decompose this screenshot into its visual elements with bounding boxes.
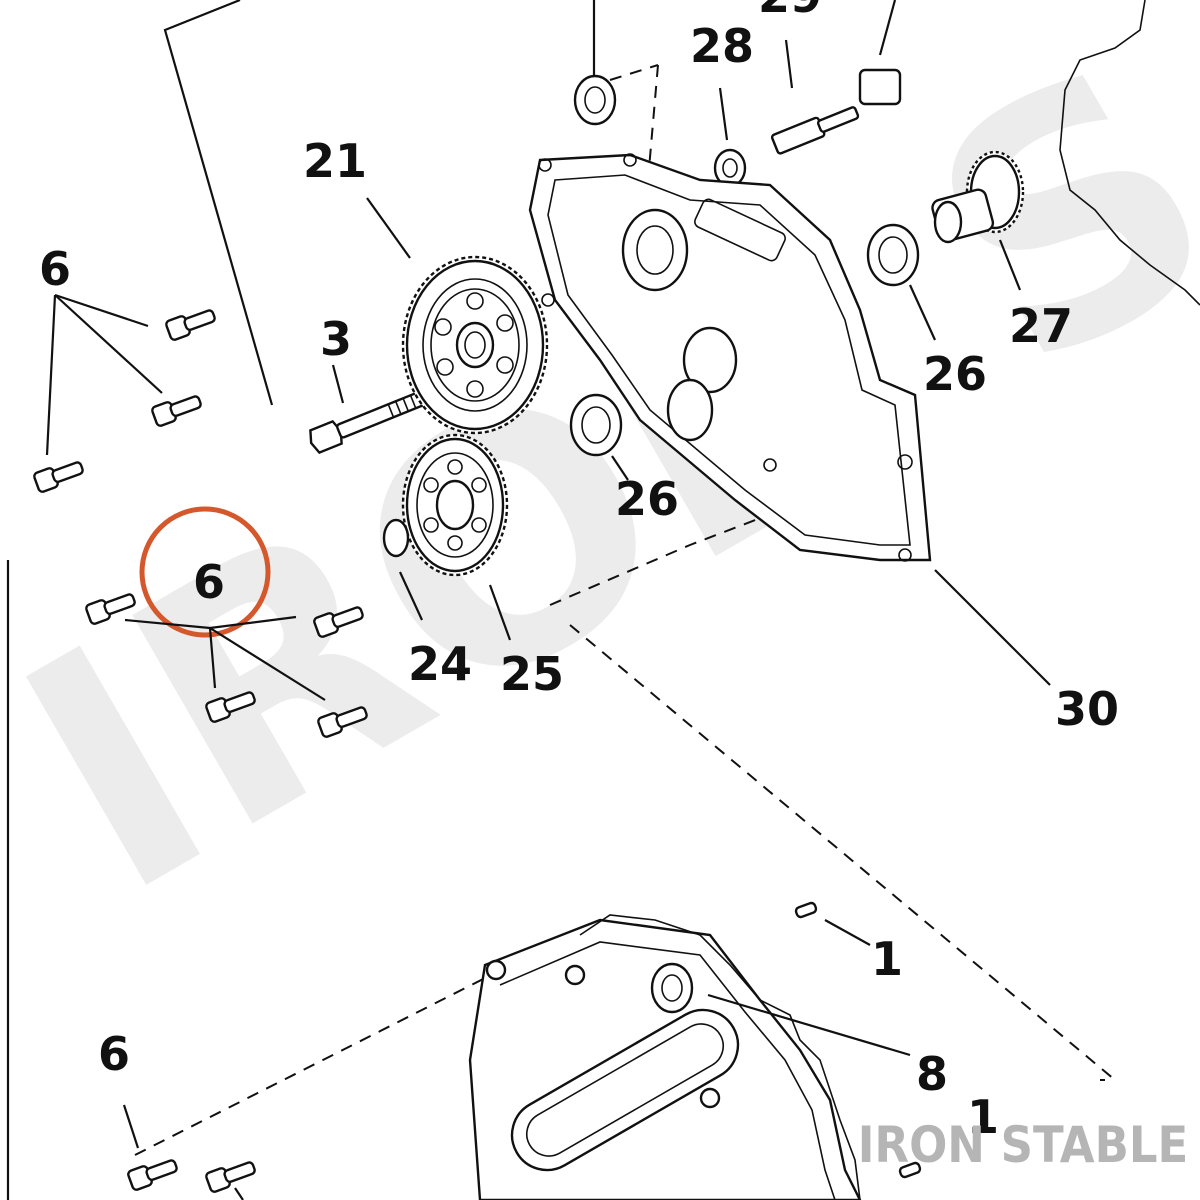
callout-1-top: 1: [871, 932, 903, 986]
gasket-top-right: [1059, 0, 1200, 306]
bolt-group-bottom: [122, 1104, 256, 1200]
gear-shaft-27-part: [931, 150, 1025, 244]
callout-1-bottom: 1: [967, 1090, 999, 1144]
bolt: [313, 606, 364, 638]
leader-29: [784, 39, 794, 89]
callout-29-partial: 29: [758, 0, 822, 23]
watermark: IRON S: [0, 0, 1200, 968]
needle-bearing-center: [569, 393, 623, 457]
needle-bearing-right: [866, 223, 920, 287]
bolt: [85, 593, 136, 625]
callout-6-highlighted: 6: [193, 555, 225, 609]
medium-gear-part: [401, 433, 509, 577]
snap-ring-part: [382, 518, 410, 558]
leader-25: [488, 584, 512, 641]
lower-cover-part: [468, 918, 862, 1200]
callout-6-top: 6: [39, 242, 71, 296]
dowel-pin-bottom: [898, 1161, 922, 1179]
watermark-large-text: IRON S: [0, 0, 1200, 968]
callout-27: 27: [1009, 299, 1073, 353]
callout-25: 25: [500, 647, 564, 701]
highlight-circle: [139, 506, 271, 638]
callout-8: 8: [916, 1047, 948, 1101]
callout-6-bottom: 6: [98, 1027, 130, 1081]
bolt: [317, 706, 368, 738]
leader-21: [366, 197, 411, 259]
leader-coupler: [878, 0, 897, 56]
bolt: [165, 309, 216, 341]
watermark-brand: IRON STABLE: [858, 1116, 1189, 1174]
long-bolt-part: [309, 387, 435, 455]
bolt: [205, 691, 256, 723]
large-gear-part: [401, 255, 549, 435]
shaft-29-part: [770, 106, 860, 155]
leader-30: [934, 569, 1051, 686]
callout-30: 30: [1055, 682, 1119, 736]
leader-26-center: [611, 455, 629, 481]
callout-21: 21: [303, 134, 367, 188]
leader-26-right: [908, 284, 937, 341]
callout-28: 28: [690, 19, 754, 73]
main-housing-part: [528, 153, 932, 562]
bolt: [151, 395, 202, 427]
bolt-group-middle: [85, 593, 368, 738]
leader-8: [707, 993, 911, 1057]
callout-26-center: 26: [615, 472, 679, 526]
top-bearing-part: [573, 74, 617, 126]
dowel-pin-top: [794, 901, 818, 919]
bearing-8-part: [650, 962, 694, 1014]
bolt-group-top: [33, 293, 216, 493]
leader-28: [718, 87, 729, 141]
bolt: [127, 1159, 178, 1191]
bolt: [33, 461, 84, 493]
leader-27: [998, 239, 1022, 291]
bolt: [205, 1161, 256, 1193]
callout-24: 24: [408, 637, 472, 691]
leader-24: [399, 571, 423, 621]
callout-3: 3: [320, 312, 352, 366]
leader-1-top: [824, 919, 871, 946]
leader-3: [331, 364, 345, 404]
top-leader-line: [163, 0, 274, 406]
callout-26-right: 26: [923, 347, 987, 401]
coupler-part: [858, 68, 902, 106]
gasket-bottom: [579, 914, 861, 1200]
